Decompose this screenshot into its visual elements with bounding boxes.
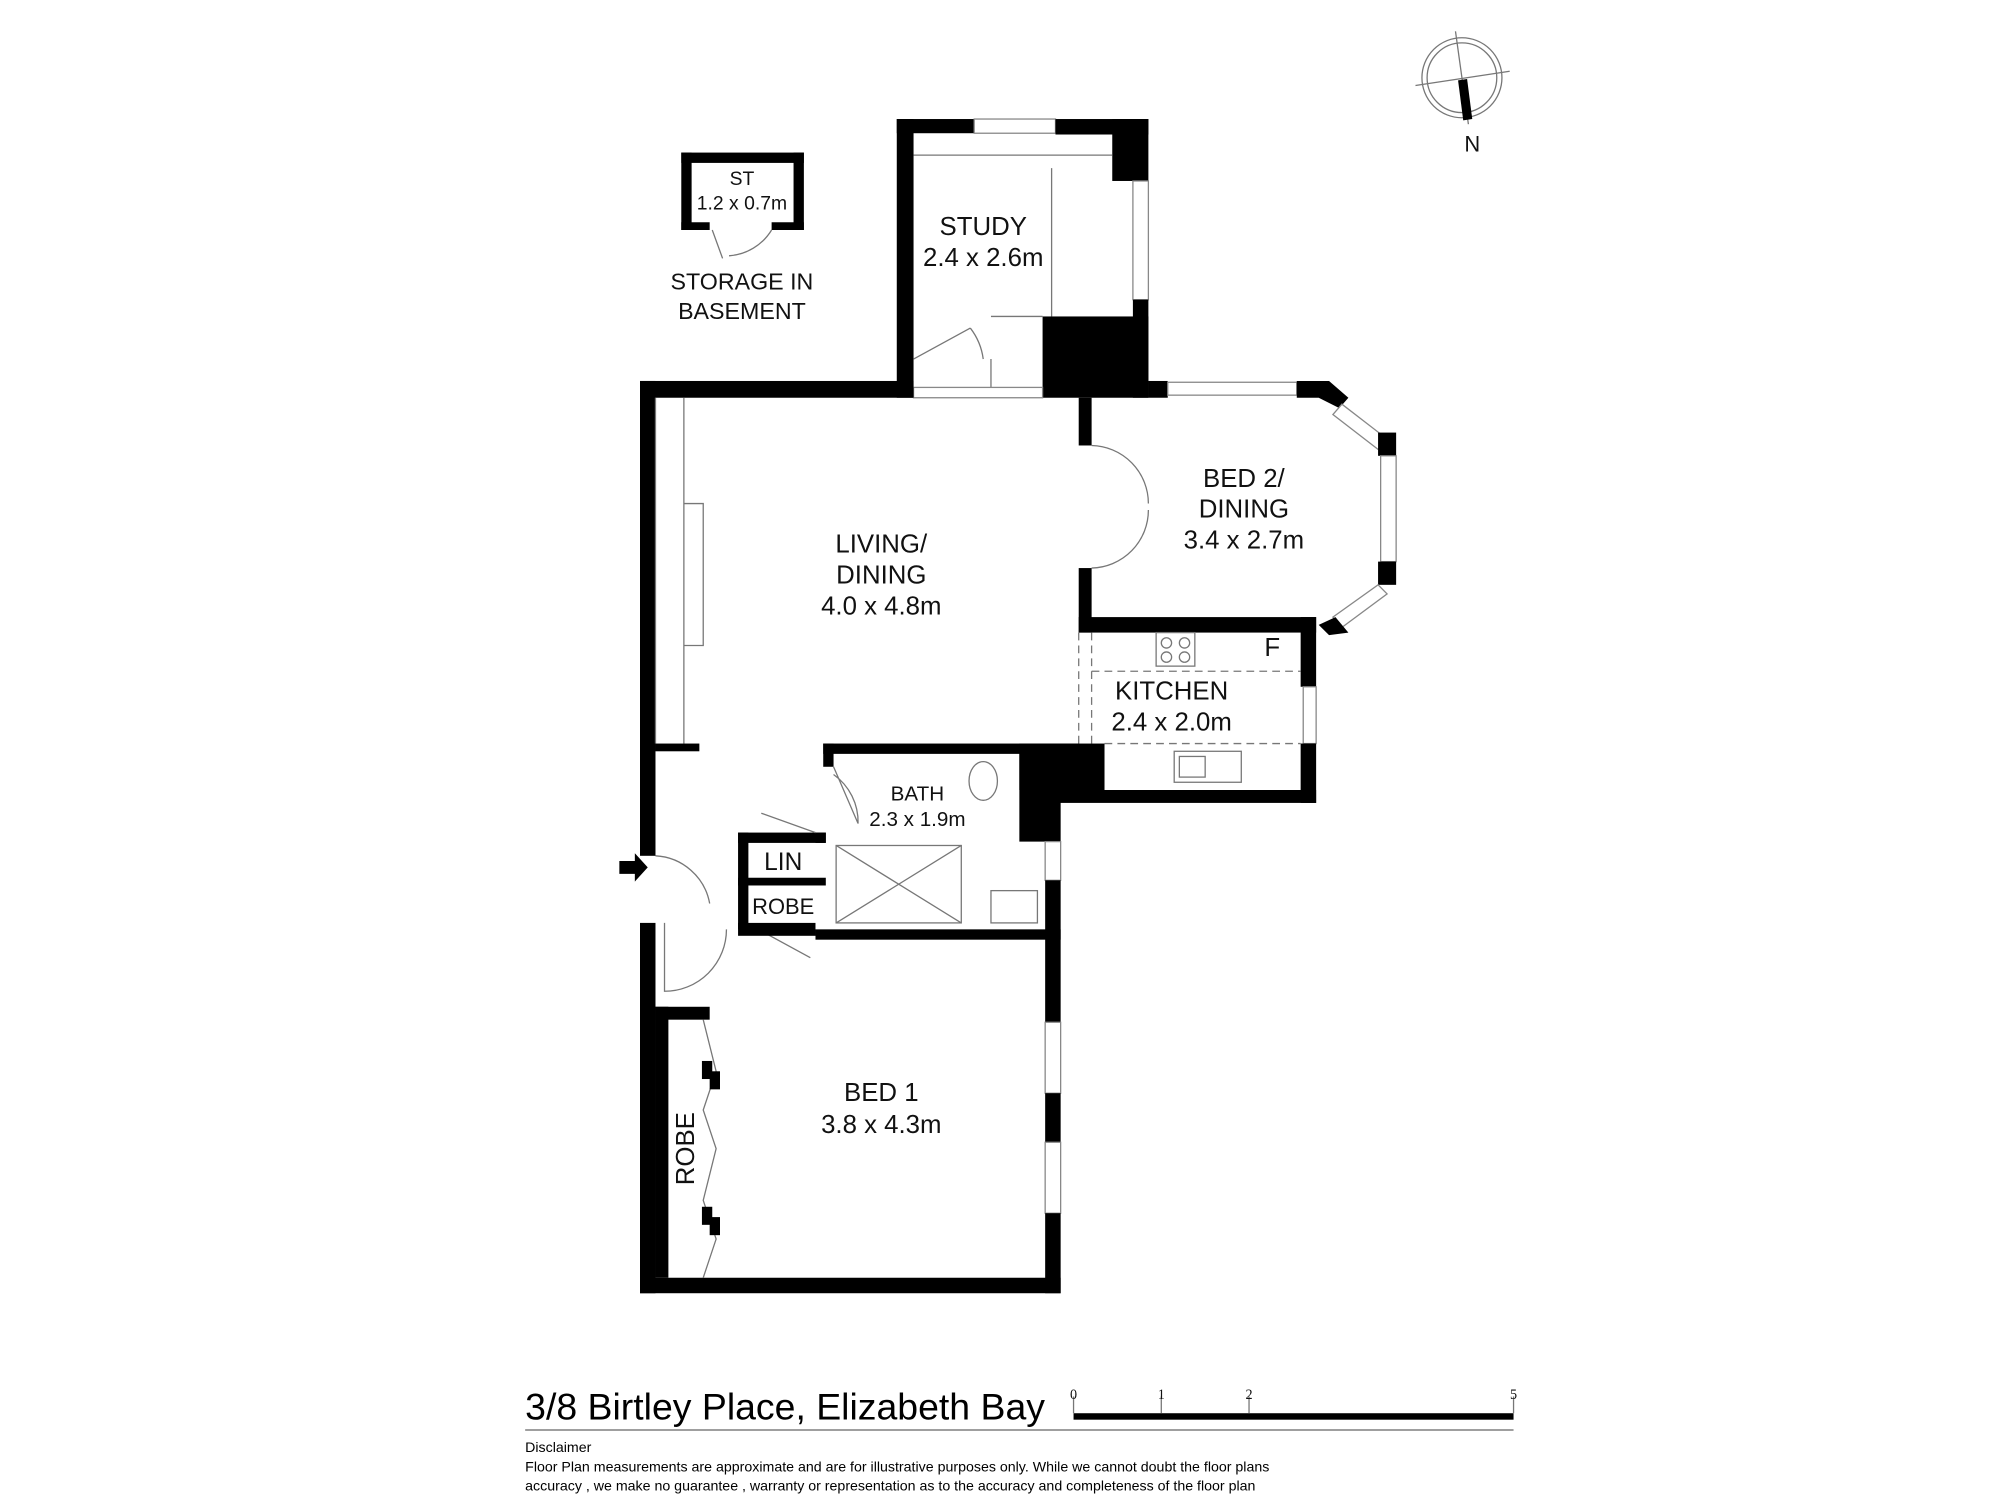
room-size-bed1: 3.8 x 4.3m <box>821 1111 941 1139</box>
room-name-bed1: BED 1 <box>844 1079 919 1107</box>
room-name-lin: LIN <box>764 849 802 876</box>
room-name-study: STUDY <box>940 213 1027 241</box>
north-arrow-icon: N <box>1415 31 1510 156</box>
room-size-kitchen: 2.4 x 2.0m <box>1111 709 1231 737</box>
storage-note-2: BASEMENT <box>678 298 806 324</box>
room-name-bath: BATH <box>891 782 944 805</box>
entry-arrow-icon <box>619 853 648 882</box>
property-title: 3/8 Birtley Place, Elizabeth Bay <box>525 1386 1045 1428</box>
room-size-bed2: 3.4 x 2.7m <box>1184 527 1304 555</box>
walls <box>640 118 1397 1294</box>
storage-room <box>681 152 804 259</box>
room-size-bath: 2.3 x 1.9m <box>869 808 965 831</box>
room-name-robe-hall: ROBE <box>752 894 814 919</box>
storage-note-1: STORAGE IN <box>671 268 814 294</box>
scale-tick-0: 0 <box>1070 1387 1077 1403</box>
room-name-st: ST <box>730 168 755 190</box>
room-name-bed2: BED 2/ <box>1203 465 1286 493</box>
scale-bar: 0 1 2 5 <box>1070 1387 1517 1420</box>
scale-tick-1: 1 <box>1158 1387 1165 1403</box>
compass-label: N <box>1464 131 1480 156</box>
room-size-study: 2.4 x 2.6m <box>923 244 1043 272</box>
disclaimer-line-1: Floor Plan measurements are approximate … <box>525 1459 1269 1475</box>
room-name-living: LIVING/ <box>835 531 928 559</box>
room-name2-living: DINING <box>836 562 926 590</box>
scale-tick-5: 5 <box>1510 1387 1517 1403</box>
disclaimer-line-2: accuracy , we make no guarantee , warran… <box>525 1479 1255 1495</box>
room-name2-bed2: DINING <box>1199 496 1289 524</box>
room-name-robe-bed1: ROBE <box>672 1112 700 1185</box>
room-size-living: 4.0 x 4.8m <box>821 593 941 621</box>
disclaimer-heading: Disclaimer <box>525 1440 591 1456</box>
fridge-label: F <box>1264 634 1280 662</box>
room-name-kitchen: KITCHEN <box>1115 678 1228 706</box>
room-size-st: 1.2 x 0.7m <box>697 192 787 214</box>
scale-tick-2: 2 <box>1245 1387 1252 1403</box>
